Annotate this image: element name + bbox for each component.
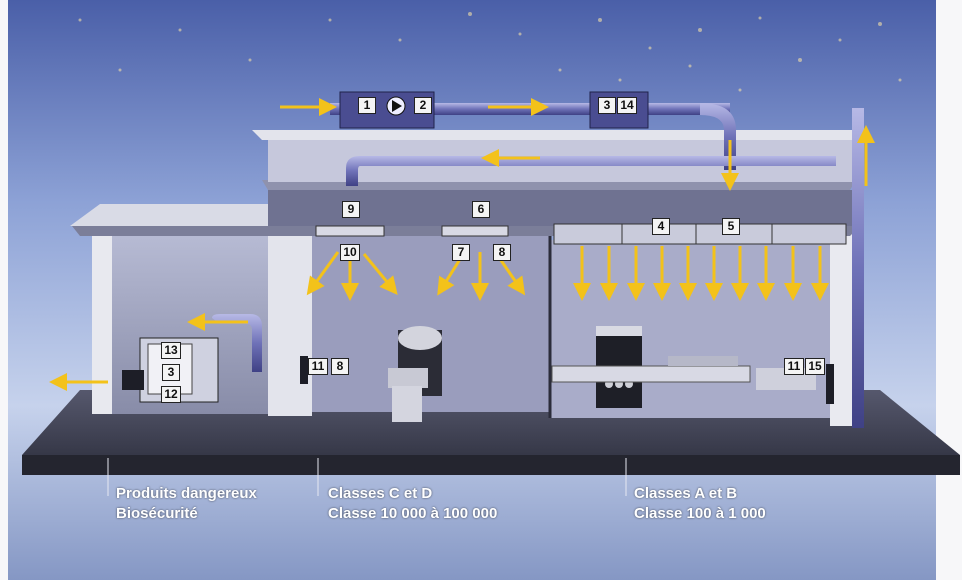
supply-duct-plenum: [346, 156, 836, 186]
tag-hepa-5: 5: [722, 218, 740, 235]
room-cd-left-wall: [268, 232, 312, 416]
wall-panel-a: [826, 364, 834, 404]
caption-classes-ab-line2: Classe 100 à 1 000: [634, 505, 766, 522]
return-duct-right: [852, 108, 864, 428]
tag-flow-10: 10: [340, 244, 360, 261]
tag-wall-a-11: 11: [784, 358, 804, 375]
plenum-floor: [262, 180, 856, 190]
tag-diffuser-6: 6: [472, 201, 490, 218]
scanner-machine: [388, 326, 442, 422]
roof-slab: [252, 130, 860, 140]
caption-classes-cd-line2: Classe 10 000 à 100 000: [328, 505, 498, 522]
tag-flow-7: 7: [452, 244, 470, 261]
diffuser-6: [441, 225, 509, 237]
tag-box-12: 12: [161, 386, 181, 403]
hepa-bank: [553, 223, 847, 245]
tag-duct-3: 3: [598, 97, 616, 114]
tag-duct-14: 14: [617, 97, 637, 114]
annex-return-duct: [212, 314, 262, 372]
caption-hazardous: Produits dangereux Biosécurité: [116, 484, 257, 524]
tag-ahu-2: 2: [414, 97, 432, 114]
tag-wall-c-8: 8: [331, 358, 349, 375]
caption-classes-cd: Classes C et D Classe 10 000 à 100 000: [328, 484, 497, 524]
tag-hepa-4: 4: [652, 218, 670, 235]
white-frame-right: [936, 0, 962, 580]
annex-side-wall: [92, 226, 112, 414]
tag-wall-a-15: 15: [805, 358, 825, 375]
caption-classes-cd-line1: Classes C et D: [328, 485, 433, 502]
tag-box-13: 13: [161, 342, 181, 359]
tag-flow-8: 8: [493, 244, 511, 261]
caption-classes-ab-line1: Classes A et B: [634, 485, 738, 502]
caption-hazardous-line2: Biosécurité: [116, 505, 198, 522]
tag-diffuser-9: 9: [342, 201, 360, 218]
diffuser-9: [315, 225, 385, 237]
floor-edge: [22, 455, 960, 475]
airflow-arrows: [49, 98, 875, 391]
room-ab-back-wall: [550, 240, 850, 418]
tag-wall-c-11: 11: [308, 358, 328, 375]
roof-duct-bend: [700, 103, 736, 170]
plenum-lower: [268, 190, 852, 226]
wall-panel-c: [300, 356, 308, 384]
tag-box-3: 3: [162, 364, 180, 381]
caption-hazardous-line1: Produits dangereux: [116, 485, 257, 502]
hepa-dividers: [621, 224, 773, 244]
fan-triangle-icon: [392, 100, 402, 112]
white-frame-left: [0, 0, 8, 580]
annex-roof: [70, 204, 268, 226]
tag-ahu-1: 1: [358, 97, 376, 114]
city-lights: [78, 12, 902, 112]
caption-classes-ab: Classes A et B Classe 100 à 1 000: [634, 484, 766, 524]
